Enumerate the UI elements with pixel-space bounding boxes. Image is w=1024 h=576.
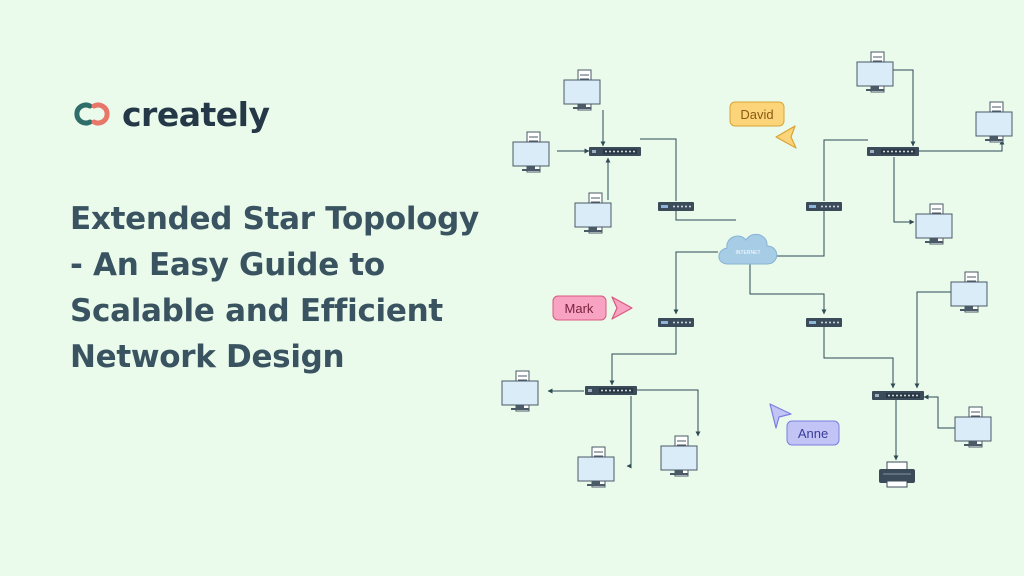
collaborator-david: David — [729, 101, 797, 149]
cursor-icon — [769, 403, 792, 429]
cursor-icon — [775, 125, 797, 149]
switch-icon — [872, 391, 924, 400]
computer-icon — [512, 131, 550, 173]
creately-logo: creately — [70, 94, 270, 134]
brand-name: creately — [122, 94, 270, 134]
switch-icon — [585, 386, 637, 395]
computer-icon — [501, 370, 539, 412]
router-icon — [658, 318, 694, 327]
computer-icon — [577, 446, 615, 488]
computer-icon — [574, 192, 612, 234]
collaborator-anne: Anne — [769, 403, 840, 446]
computer-icon — [563, 69, 601, 111]
switch-icon — [867, 147, 919, 156]
computer-icon — [950, 271, 988, 313]
collaborator-name: Mark — [565, 301, 594, 316]
computer-icon — [660, 435, 698, 477]
router-icon — [658, 202, 694, 211]
computer-icon — [954, 406, 992, 448]
computer-icon — [915, 203, 953, 245]
router-icon — [806, 318, 842, 327]
router-icon — [806, 202, 842, 211]
printer-icon — [879, 461, 915, 488]
creately-logo-icon — [74, 102, 110, 126]
computer-icon — [856, 51, 894, 93]
page-title: Extended Star Topology - An Easy Guide t… — [70, 201, 479, 375]
cloud-icon: INTERNET — [718, 233, 778, 265]
collaborator-name: Anne — [798, 426, 828, 441]
switch-icon — [589, 147, 641, 156]
computer-icon — [975, 101, 1013, 143]
collaborator-mark: Mark — [552, 295, 633, 321]
connector-lines — [547, 69, 1005, 469]
collaborator-name: David — [740, 107, 773, 122]
cloud-label: INTERNET — [736, 250, 761, 256]
cursor-icon — [611, 296, 633, 320]
